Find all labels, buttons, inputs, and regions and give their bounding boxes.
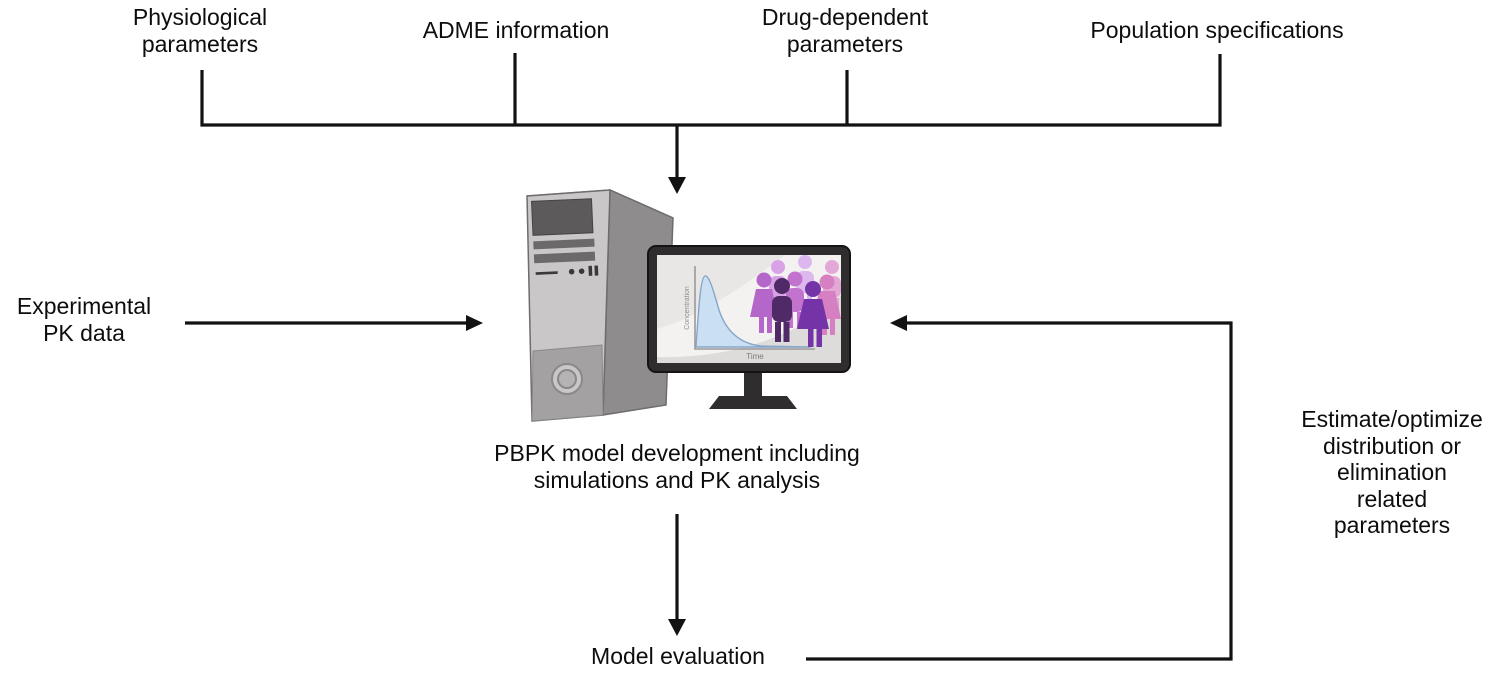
right-arrowhead [466, 315, 483, 331]
computer-illustration: Concentration Time [526, 188, 851, 422]
down-arrowhead-2 [668, 619, 686, 636]
down-arrowhead [668, 177, 686, 194]
input-bracket [200, 54, 1222, 127]
label-estimate-optimize: Estimate/optimize distribution or elimin… [1301, 406, 1483, 538]
feedback-loop [806, 321, 1233, 661]
label-model-evaluation: Model evaluation [591, 643, 765, 669]
label-adme-information: ADME information [422, 17, 610, 43]
pk-curve-chart: Concentration Time [684, 266, 815, 361]
screen-y-axis-label: Concentration [684, 286, 691, 330]
pk-curve [695, 275, 812, 348]
screen-x-axis-label: Time [746, 352, 764, 361]
monitor-icon: Concentration Time [647, 245, 851, 409]
left-arrowhead [890, 315, 907, 331]
label-physiological-parameters: Physiological parameters [132, 4, 268, 57]
drive-bay [531, 198, 594, 236]
label-drug-dependent-parameters: Drug-dependent parameters [761, 4, 929, 57]
label-population-specifications: Population specifications [1090, 17, 1344, 43]
population-icon [750, 255, 841, 347]
label-pbpk-model-development: PBPK model development including simulat… [494, 440, 860, 493]
label-experimental-pk-data: Experimental PK data [16, 293, 152, 346]
